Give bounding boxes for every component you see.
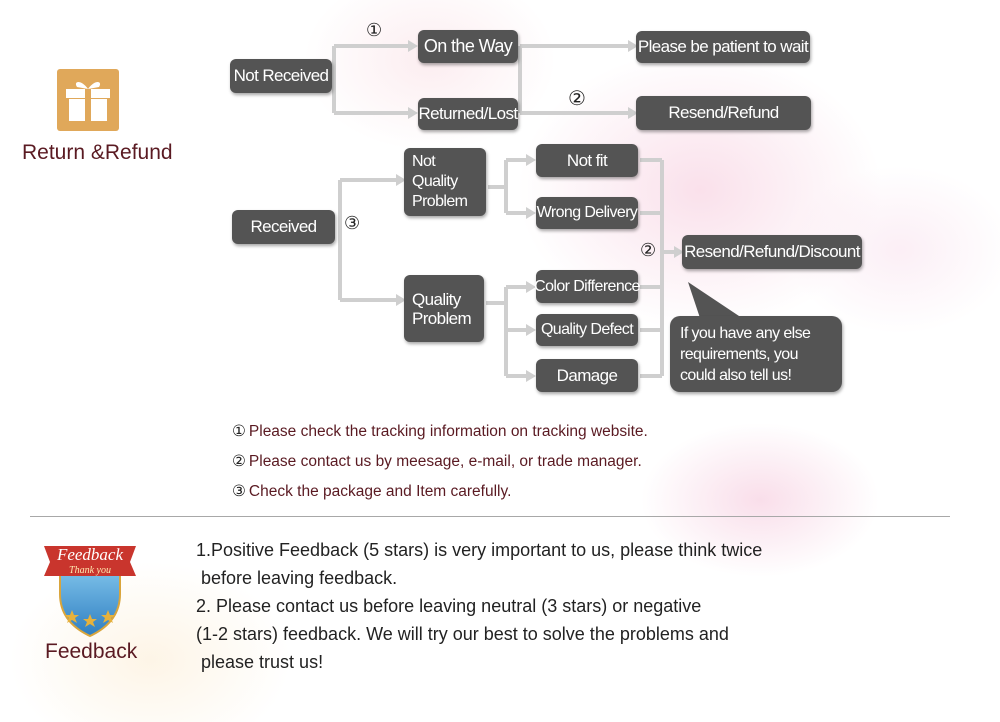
returned-lost-box: Returned/Lost	[418, 98, 518, 130]
damage-box: Damage	[536, 359, 638, 392]
feedback-badge-subtitle: Thank you	[69, 565, 111, 576]
quality-problem-label: Quality Problem	[412, 289, 472, 328]
marker-3: ③	[344, 213, 361, 233]
speech-bubble: If you have any else requirements, you c…	[670, 316, 842, 392]
feedback-line-4: (1-2 stars) feedback. We will try our be…	[196, 624, 729, 644]
received-box: Received	[232, 210, 335, 244]
feedback-line-3: 2. Please contact us before leaving neut…	[196, 596, 702, 616]
feedback-line-2: before leaving feedback.	[196, 568, 398, 588]
note-1-number: ①	[232, 423, 246, 440]
note-2-text: Please contact us by meesage, e-mail, or…	[248, 453, 642, 470]
feedback-line-5: please trust us!	[196, 652, 324, 672]
color-difference-box: Color Difference	[534, 270, 640, 303]
note-1-text: Please check the tracking information on…	[248, 423, 648, 440]
quality-defect-box: Quality Defect	[536, 314, 638, 346]
section-divider	[30, 516, 950, 517]
on-the-way-box: On the Way	[418, 30, 518, 63]
feedback-badge-title: Feedback	[56, 545, 124, 564]
speech-bubble-text: If you have any else requirements, you c…	[680, 324, 811, 384]
marker-2-right: ②	[640, 240, 657, 260]
resend-refund-discount-box: Resend/Refund/Discount	[682, 235, 862, 269]
resend-refund-box: Resend/Refund	[636, 96, 811, 130]
not-quality-problem-box: Not Quality Problem	[404, 148, 486, 216]
note-3-text: Check the package and Item carefully.	[248, 483, 512, 500]
note-2-number: ②	[232, 453, 246, 470]
note-3-number: ③	[232, 483, 246, 500]
wrong-delivery-box: Wrong Delivery	[536, 197, 638, 229]
feedback-line-1: 1.Positive Feedback (5 stars) is very im…	[196, 540, 763, 560]
marker-2-top: ②	[568, 88, 586, 110]
quality-problem-box: Quality Problem	[404, 275, 484, 342]
marker-1: ①	[366, 20, 383, 40]
feedback-badge-icon: Feedback Thank you	[40, 536, 140, 640]
not-fit-box: Not fit	[536, 144, 638, 177]
return-refund-label: Return &Refund	[22, 141, 173, 164]
not-quality-problem-label: Not Quality Problem	[412, 153, 468, 210]
feedback-label: Feedback	[45, 640, 138, 663]
gift-icon	[57, 69, 119, 131]
not-received-box: Not Received	[230, 59, 332, 93]
please-wait-box: Please be patient to wait	[636, 31, 810, 63]
